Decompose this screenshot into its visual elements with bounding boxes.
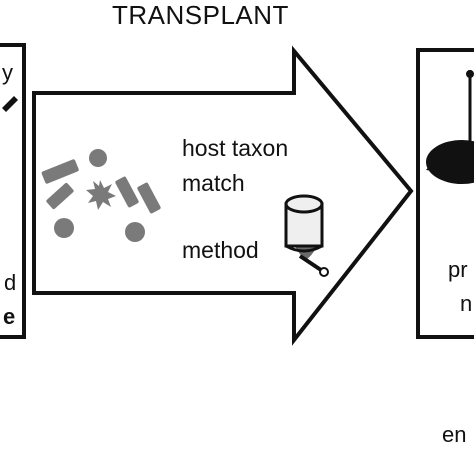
diagram-title: TRANSPLANT <box>112 0 289 30</box>
bottom-text-fragment: en <box>442 422 467 447</box>
right-panel-box <box>416 48 474 339</box>
host-taxon-label-line2: match <box>182 170 245 196</box>
right-panel-text-1: pr <box>448 257 468 282</box>
left-panel-text-mid: d <box>4 270 17 295</box>
transplant-tube-icon <box>284 194 329 277</box>
left-panel-specimen-icon <box>2 96 18 112</box>
left-panel-box <box>0 43 26 339</box>
host-taxon-label-line1: host taxon <box>182 135 289 161</box>
left-panel-text-bottom: e <box>3 304 16 329</box>
specimen-icon <box>426 70 474 184</box>
spark-icon <box>86 180 116 210</box>
method-label: method <box>182 237 259 263</box>
right-panel-text-2: n <box>460 291 473 316</box>
microbe-fragments-icon <box>41 149 161 242</box>
left-panel-text-top: y <box>2 60 13 85</box>
